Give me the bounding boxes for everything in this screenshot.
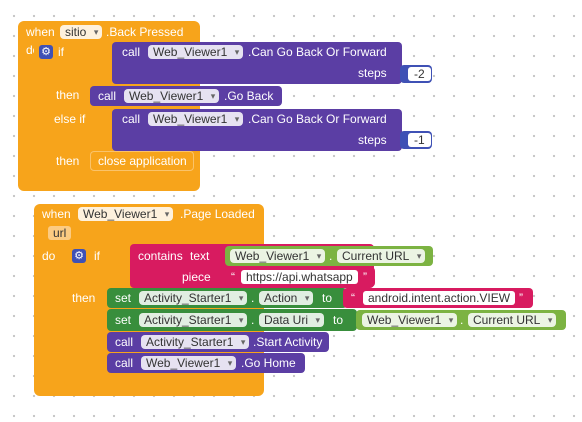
current-url-getter-block[interactable]: Web_Viewer1 . Current URL: [356, 310, 566, 330]
event-name-label: .Page Loaded: [180, 207, 255, 221]
to-label: to: [333, 313, 344, 327]
text-string-block[interactable]: “ https://api.whatsapp ”: [225, 267, 375, 287]
current-url-getter-block[interactable]: Web_Viewer1 . Current URL: [225, 246, 433, 266]
number-value[interactable]: -2: [408, 67, 431, 81]
close-application-label: close application: [98, 154, 187, 168]
when-label: when: [26, 25, 55, 39]
component-dropdown[interactable]: Activity_Starter1: [139, 313, 248, 327]
can-go-back-or-forward-call-block[interactable]: call Web_Viewer1 .Can Go Back Or Forward…: [112, 109, 402, 151]
else-if-label: else if: [54, 112, 86, 126]
property-dropdown[interactable]: Action: [259, 291, 314, 305]
text-label: text: [190, 249, 210, 263]
set-action-block[interactable]: set Activity_Starter1 . Action to: [107, 288, 347, 308]
set-label: set: [115, 291, 132, 305]
close-application-block[interactable]: close application: [90, 151, 194, 171]
contains-label: contains: [138, 249, 183, 263]
steps-label: steps: [358, 66, 387, 80]
mutator-gear-icon[interactable]: ⚙: [72, 249, 86, 263]
method-name-label: .Can Go Back Or Forward: [248, 112, 387, 126]
then-label: then: [56, 88, 80, 102]
method-name-label: .Can Go Back Or Forward: [248, 45, 387, 59]
call-label: call: [98, 89, 117, 103]
call-label: call: [115, 335, 134, 349]
can-go-back-or-forward-call-block[interactable]: call Web_Viewer1 .Can Go Back Or Forward…: [112, 42, 402, 84]
component-dropdown[interactable]: Web_Viewer1: [230, 249, 326, 263]
then-label: then: [56, 154, 80, 168]
number-block[interactable]: -2: [400, 65, 432, 83]
property-dropdown[interactable]: Current URL: [468, 313, 557, 327]
method-name-label: .Start Activity: [253, 335, 323, 349]
steps-label: steps: [358, 133, 387, 147]
set-data-uri-block[interactable]: set Activity_Starter1 . Data Uri to: [107, 309, 357, 331]
piece-text-value[interactable]: https://api.whatsapp: [241, 270, 358, 284]
component-dropdown[interactable]: Activity_Starter1: [141, 335, 250, 349]
text-string-block[interactable]: “ android.intent.action.VIEW ”: [343, 288, 533, 308]
open-quote: “: [351, 291, 355, 305]
event-name-label: .Back Pressed: [106, 25, 184, 39]
method-name-label: .Go Home: [241, 356, 296, 370]
component-dropdown[interactable]: Web_Viewer1: [362, 313, 458, 327]
component-dropdown[interactable]: Web_Viewer1: [141, 356, 237, 370]
component-dropdown[interactable]: sitio: [60, 25, 103, 39]
call-label: call: [115, 356, 134, 370]
do-label: do: [42, 249, 56, 263]
set-label: set: [115, 313, 132, 327]
component-dropdown[interactable]: Activity_Starter1: [139, 291, 248, 305]
action-text-value[interactable]: android.intent.action.VIEW: [363, 291, 516, 305]
call-label: call: [122, 112, 141, 126]
call-label: call: [122, 45, 141, 59]
property-dropdown[interactable]: Data Uri: [259, 313, 325, 327]
dot-label: .: [329, 249, 333, 263]
start-activity-call-block[interactable]: call Activity_Starter1 .Start Activity: [107, 332, 329, 352]
if-label: if: [94, 249, 100, 263]
close-quote: ”: [519, 291, 523, 305]
number-value[interactable]: -1: [408, 133, 431, 147]
dot-label: .: [460, 313, 464, 327]
piece-label: piece: [182, 270, 211, 284]
then-label: then: [72, 291, 96, 305]
dot-label: .: [251, 291, 255, 305]
dot-label: .: [251, 313, 255, 327]
open-quote: “: [231, 270, 235, 284]
component-dropdown[interactable]: Web_Viewer1: [78, 207, 174, 221]
close-quote: ”: [363, 270, 367, 284]
number-block[interactable]: -1: [400, 131, 432, 149]
go-back-call-block[interactable]: call Web_Viewer1 .Go Back: [90, 86, 282, 106]
go-home-call-block[interactable]: call Web_Viewer1 .Go Home: [107, 353, 305, 373]
to-label: to: [322, 291, 333, 305]
mutator-gear-icon[interactable]: ⚙: [39, 45, 53, 59]
method-name-label: .Go Back: [224, 89, 274, 103]
url-parameter[interactable]: url: [48, 226, 72, 240]
component-dropdown[interactable]: Web_Viewer1: [148, 112, 244, 126]
component-dropdown[interactable]: Web_Viewer1: [124, 89, 220, 103]
component-dropdown[interactable]: Web_Viewer1: [148, 45, 244, 59]
property-dropdown[interactable]: Current URL: [337, 249, 426, 263]
if-label: if: [58, 45, 64, 59]
when-label: when: [42, 207, 71, 221]
